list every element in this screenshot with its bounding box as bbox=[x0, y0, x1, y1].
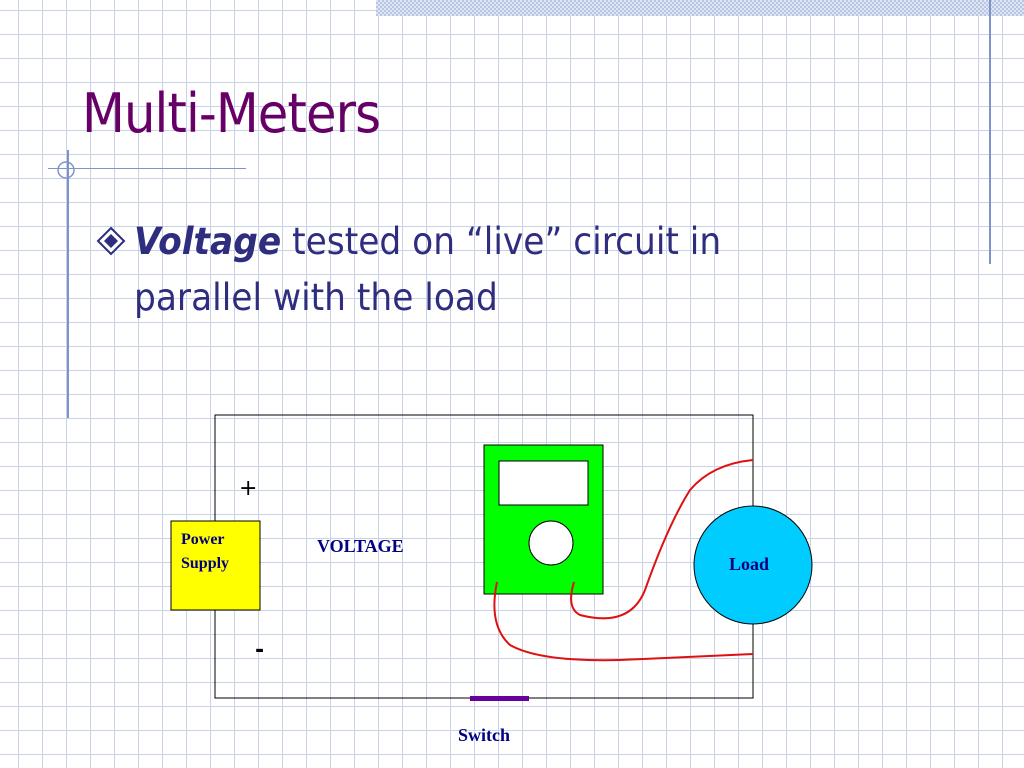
switch-label: Switch bbox=[458, 725, 510, 745]
multimeter-display bbox=[498, 460, 589, 506]
left-vertical-accent-line bbox=[67, 150, 69, 418]
corner-circle-ornament bbox=[57, 161, 75, 179]
top-decorative-band bbox=[376, 0, 1024, 16]
meter-lead-to-load-bottom bbox=[493, 581, 754, 662]
title-underline-accent bbox=[48, 168, 246, 169]
load-label: Load bbox=[729, 554, 769, 574]
positive-terminal-sign: + bbox=[239, 476, 257, 501]
load-circle bbox=[693, 505, 813, 625]
multimeter-dial bbox=[528, 520, 574, 566]
bullet-text: Voltage tested on “live” circuit in para… bbox=[134, 214, 804, 326]
diamond-bullet-icon bbox=[96, 226, 126, 256]
bullet-emphasis: Voltage bbox=[134, 220, 282, 263]
switch-bar bbox=[470, 696, 529, 701]
power-supply-label-line2: Supply bbox=[181, 555, 229, 572]
power-supply-box bbox=[170, 520, 261, 611]
meter-mode-label: VOLTAGE bbox=[317, 536, 404, 556]
power-supply-label-line1: Power bbox=[181, 531, 225, 548]
slide-title: Multi-Meters bbox=[82, 82, 381, 145]
negative-terminal-sign: - bbox=[255, 638, 264, 663]
bullet-body: tested on “live” circuit in parallel wit… bbox=[134, 220, 722, 319]
right-vertical-accent-line bbox=[989, 0, 991, 264]
meter-lead-to-load-top bbox=[570, 459, 754, 620]
